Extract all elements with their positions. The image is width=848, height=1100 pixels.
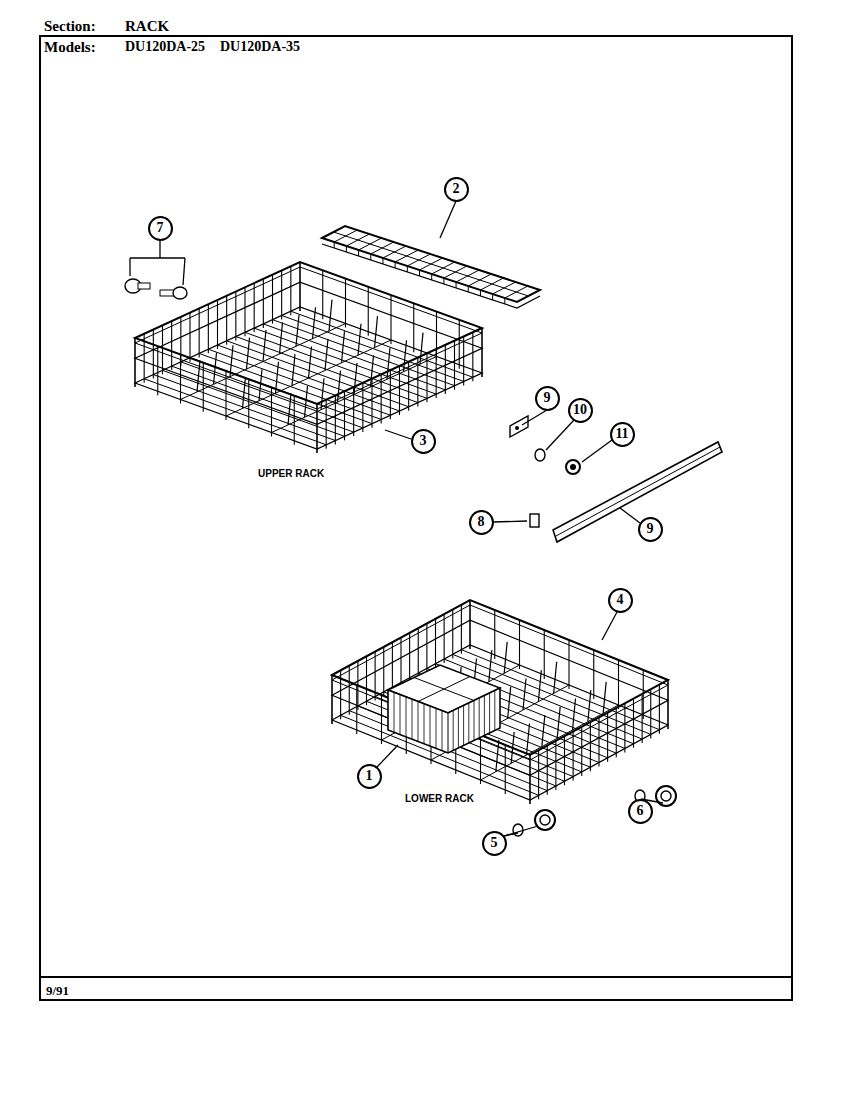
small-parts — [125, 279, 722, 836]
callout-text: 10 — [573, 403, 587, 417]
callout-number: 7 — [148, 216, 173, 241]
callout-number: 9 — [638, 517, 663, 542]
callout-text: 11 — [615, 427, 628, 441]
callout-text: 8 — [478, 515, 485, 529]
callout-text: 9 — [647, 522, 654, 536]
part-group-name: LOWER RACK — [403, 793, 476, 804]
section-heading: Section: — [44, 18, 96, 35]
callout-text: 5 — [491, 836, 498, 850]
callout-number: 1 — [357, 764, 382, 789]
cup-shelf — [322, 226, 540, 308]
part-group-name: UPPER RACK — [256, 468, 326, 479]
model-number: DU120DA-25 — [125, 39, 205, 54]
callout-text: 2 — [453, 182, 460, 196]
upper-rack — [135, 262, 482, 453]
callout-text: 9 — [544, 391, 551, 405]
callout-number: 3 — [411, 429, 436, 454]
callout-number: 2 — [444, 177, 469, 202]
callout-number: 6 — [628, 799, 653, 824]
callout-text: 4 — [617, 593, 624, 607]
callout-text: 3 — [420, 434, 427, 448]
lower-rack — [332, 600, 668, 804]
callout-number: 5 — [482, 831, 507, 856]
leader-lines — [130, 201, 663, 836]
callout-text: 7 — [157, 221, 164, 235]
callout-text: 1 — [366, 769, 373, 783]
callout-number: 11 — [610, 422, 635, 447]
section-name: RACK — [125, 18, 169, 35]
callout-number: 9 — [535, 386, 560, 411]
page-frame — [40, 36, 792, 1000]
revision-date: 9/91 — [46, 984, 69, 998]
silverware-basket — [388, 665, 500, 753]
footer-rule — [40, 976, 792, 978]
callout-text: 6 — [637, 804, 644, 818]
model-number: DU120DA-35 — [220, 39, 300, 54]
models-heading: Models: — [44, 39, 96, 56]
callout-number: 4 — [608, 588, 633, 613]
callout-number: 10 — [568, 398, 593, 423]
callout-number: 8 — [469, 510, 494, 535]
